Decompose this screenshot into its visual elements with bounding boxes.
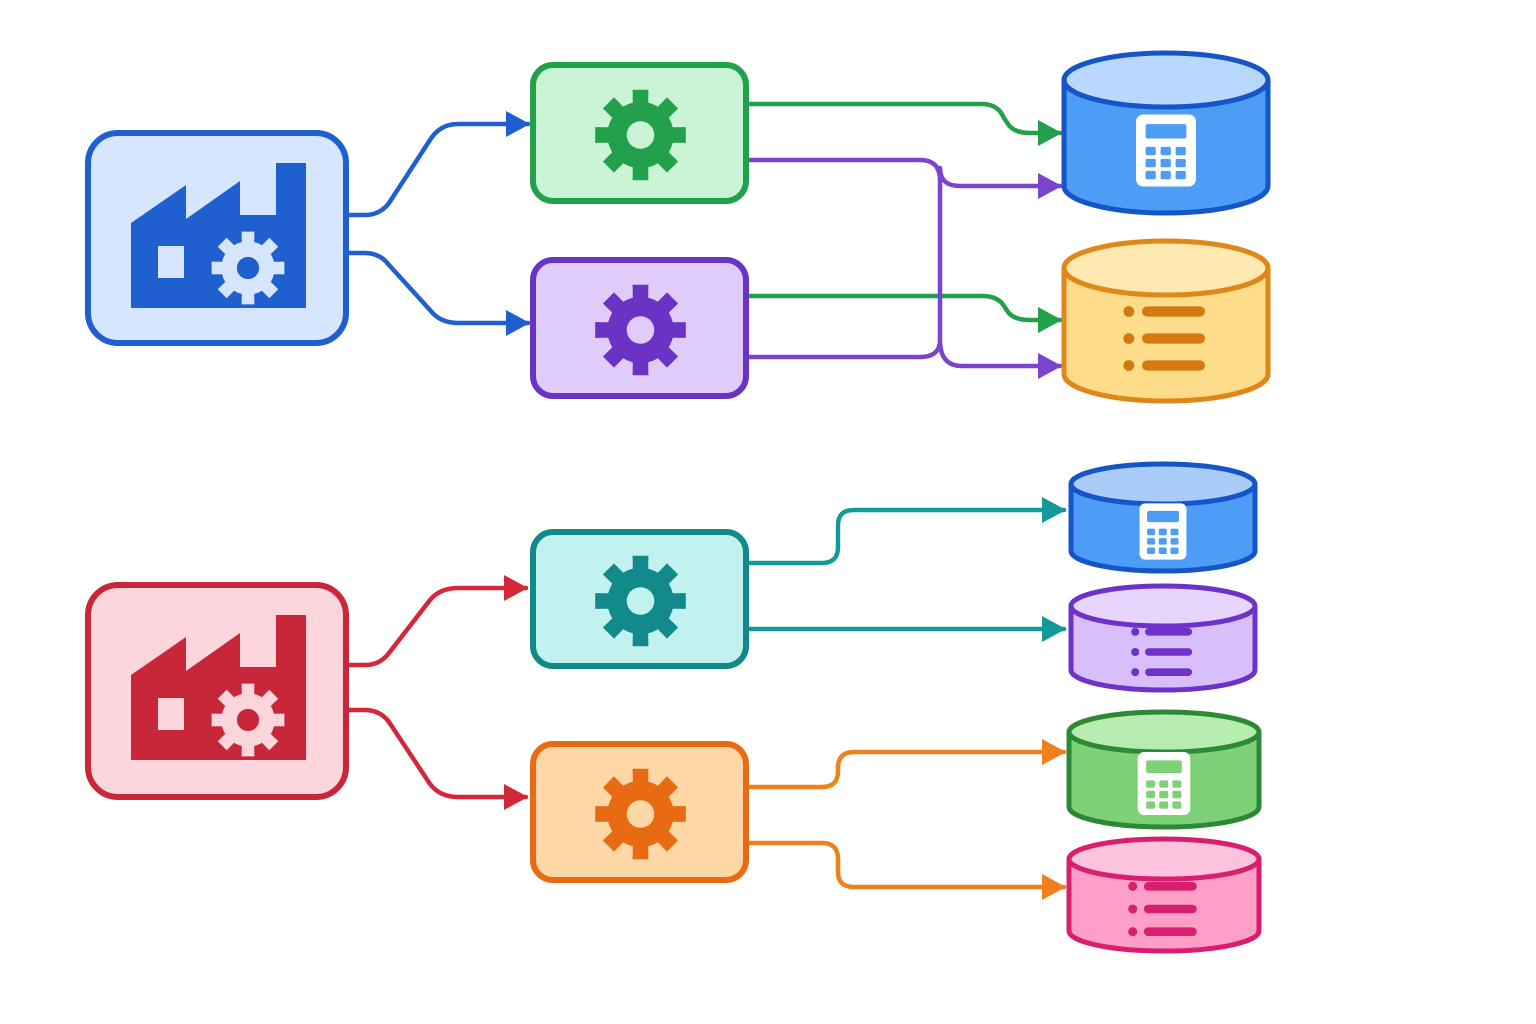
connector-line	[743, 507, 1067, 566]
gear-icon	[595, 555, 686, 647]
cylinder-top	[1066, 836, 1262, 882]
cylinder-top	[1066, 709, 1262, 755]
proc-orange-node[interactable]	[530, 741, 749, 883]
cylinder-top	[1061, 238, 1271, 298]
proc-teal-node[interactable]	[530, 529, 749, 669]
db-pink-list-store[interactable]	[1066, 836, 1262, 954]
factory-blue-node[interactable]	[85, 130, 349, 346]
connections-layer	[343, 101, 1067, 900]
db-purple-list-store[interactable]	[1068, 583, 1258, 693]
list-icon	[1123, 306, 1205, 371]
factory-gear-icon	[131, 615, 306, 760]
factory-red-node[interactable]	[85, 582, 349, 800]
arrowhead-icon	[1038, 120, 1062, 146]
connection-factory-blue-to-proc-green	[343, 111, 531, 218]
arrowhead-icon	[1042, 739, 1066, 765]
gear-icon	[595, 284, 686, 376]
connection-proc-purple-to-db-yellow-list	[743, 177, 1063, 379]
gear-icon	[211, 683, 285, 757]
cylinder-body	[1068, 603, 1258, 693]
proc-purple-node[interactable]	[530, 257, 749, 399]
db-blue-calculator-store[interactable]	[1061, 50, 1271, 216]
db-green-calculator-store[interactable]	[1066, 709, 1262, 830]
arrowhead-icon	[506, 310, 530, 336]
gear-icon	[595, 768, 686, 860]
connector-line	[743, 101, 1063, 136]
connector-line	[743, 749, 1067, 790]
connector-line	[743, 177, 1063, 369]
connector-line	[743, 157, 1063, 189]
calculator-icon	[1137, 752, 1191, 815]
connector-line	[743, 840, 1067, 890]
connection-proc-green-to-db-blue-calculator	[743, 101, 1063, 146]
arrowhead-icon	[1042, 874, 1066, 900]
arrowhead-icon	[1038, 173, 1062, 199]
list-icon	[1128, 881, 1197, 937]
connector-line	[343, 585, 529, 668]
connector-line	[343, 250, 531, 326]
gear-icon	[211, 231, 285, 305]
db-yellow-list-store[interactable]	[1061, 238, 1271, 404]
list-icon	[1131, 627, 1193, 677]
connection-proc-orange-to-db-green-calculator	[743, 739, 1067, 790]
arrowhead-icon	[506, 111, 530, 137]
proc-green-node[interactable]	[530, 62, 749, 204]
arrowhead-icon	[504, 784, 528, 810]
connection-proc-teal-to-db-purple-list	[743, 616, 1067, 642]
calculator-icon	[1139, 503, 1187, 560]
nodes-layer	[85, 50, 1271, 954]
connection-proc-green-to-db-yellow-list	[743, 293, 1063, 333]
factory-gear-icon	[131, 163, 306, 308]
connection-factory-red-to-proc-teal	[343, 575, 529, 668]
db-blue-calculator-2-store[interactable]	[1068, 461, 1258, 574]
calculator-icon	[1136, 114, 1196, 187]
arrowhead-icon	[1038, 307, 1062, 333]
connection-proc-teal-to-db-blue-calculator-2	[743, 497, 1067, 566]
cylinder-top	[1068, 583, 1258, 629]
connection-proc-orange-to-db-pink-list	[743, 840, 1067, 900]
arrowhead-icon	[1042, 616, 1066, 642]
arrowhead-icon	[1042, 497, 1066, 523]
gear-icon	[595, 89, 686, 181]
connector-line	[343, 121, 531, 218]
connection-factory-red-to-proc-orange	[343, 707, 529, 810]
connector-line	[343, 707, 529, 800]
connector-line	[743, 293, 1063, 323]
cylinder-top	[1061, 50, 1271, 110]
arrowhead-icon	[504, 575, 528, 601]
connection-proc-purple-to-db-blue-calculator	[743, 157, 1063, 199]
arrowhead-icon	[1038, 353, 1062, 379]
connection-factory-blue-to-proc-purple	[343, 250, 531, 336]
cylinder-top	[1068, 461, 1258, 507]
